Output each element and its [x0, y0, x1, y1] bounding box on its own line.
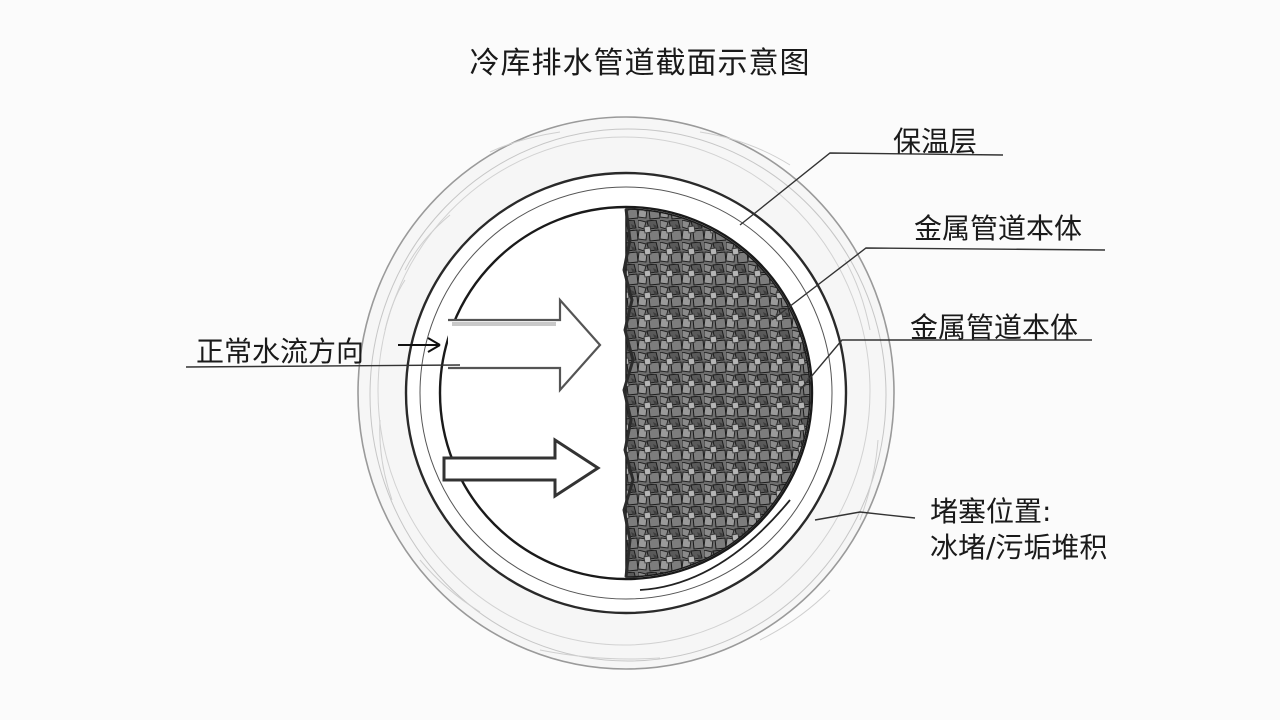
label-blockage-title: 堵塞位置:: [930, 495, 1052, 528]
label-blockage-detail: 冰堵/污垢堆积: [930, 531, 1108, 564]
label-metal-pipe-body-2: 金属管道本体: [910, 311, 1079, 344]
diagram-title: 冷库排水管道截面示意图: [469, 46, 811, 81]
leader-lines: [185, 152, 1106, 521]
label-insulation-layer: 保温层: [893, 125, 978, 158]
flow-direction-arrow-icon: [398, 337, 441, 353]
blockage-leader: [814, 511, 916, 521]
insulation-leader: [739, 152, 1004, 226]
label-flow-direction: 正常水流方向: [196, 335, 365, 368]
blockage-debris: [622, 208, 811, 591]
flow-arrow-lower: [442, 437, 601, 499]
label-blockage-location: 堵塞位置: 冰堵/污垢堆积: [930, 494, 1107, 566]
metal-pipe-leader-2: [799, 339, 1092, 391]
label-metal-pipe-body: 金属管道本体: [914, 212, 1083, 245]
metal-pipe-leader-1: [771, 247, 1106, 321]
flow-arrow-upper: [448, 297, 602, 393]
flow-direction-leader: [185, 364, 461, 368]
